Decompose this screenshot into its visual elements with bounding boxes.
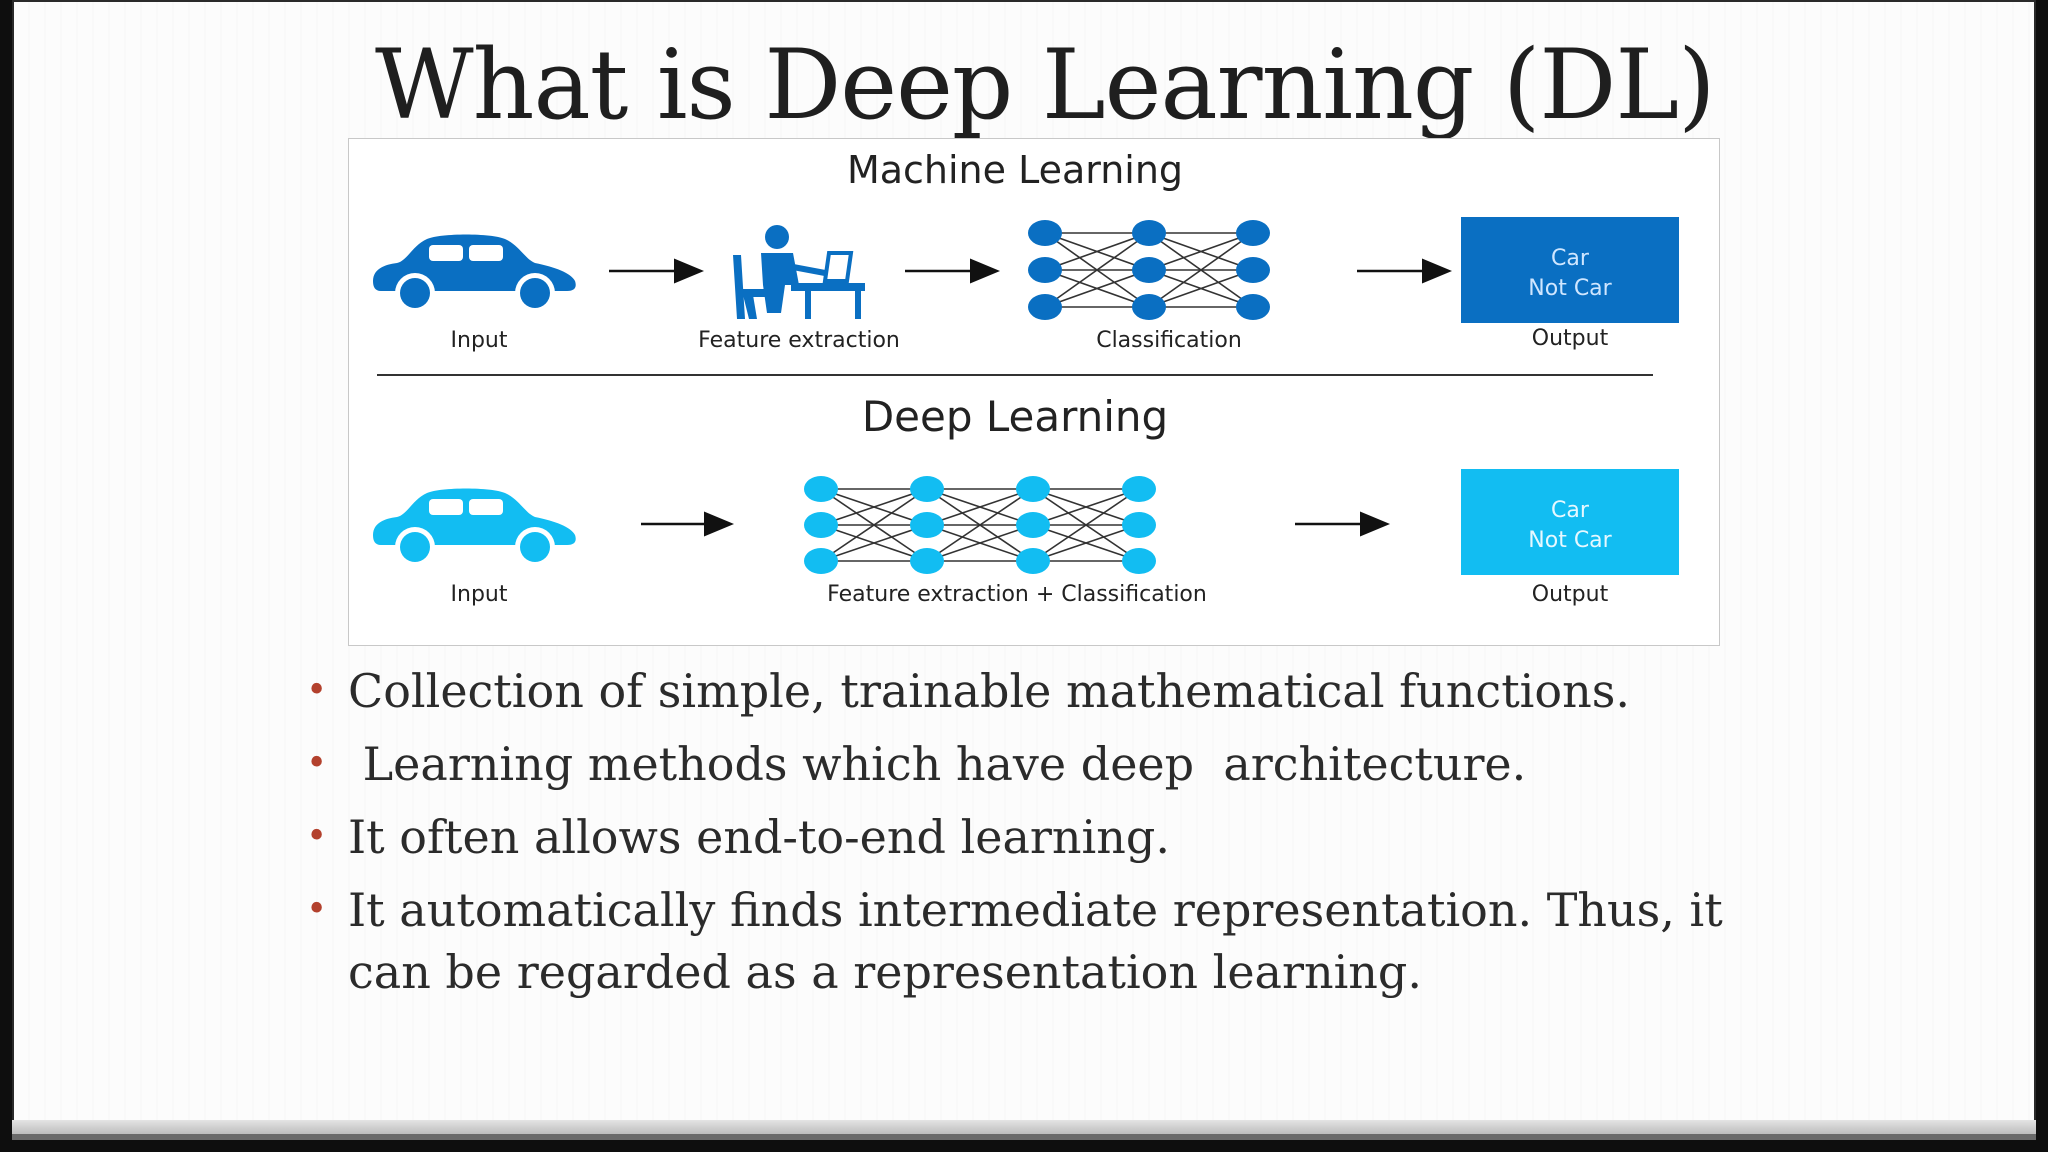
ml-output-notcar: Not Car (1528, 276, 1612, 301)
network-node (910, 548, 944, 574)
network-node (1122, 476, 1156, 502)
ml-heading: Machine Learning (847, 148, 1183, 192)
bullet-text: It often allows end-to-end learning. (348, 810, 1170, 864)
network-node (1122, 548, 1156, 574)
network-edge (820, 488, 928, 562)
dl-output-label: Output (1532, 582, 1609, 607)
network-edge (1044, 232, 1150, 271)
network-node (804, 476, 838, 502)
dl-output-box (1461, 469, 1679, 575)
network-edge (1044, 269, 1150, 308)
dl-output-notcar: Not Car (1528, 528, 1612, 553)
network-node (1236, 294, 1270, 320)
network-edge (1032, 488, 1140, 562)
network-node (1236, 257, 1270, 283)
network-edge (820, 488, 928, 526)
dl-combined-label: Feature extraction + Classification (827, 582, 1207, 607)
network-node (1016, 548, 1050, 574)
slide-bottom-edge (12, 1120, 2036, 1134)
network-node (1132, 257, 1166, 283)
ml-output-box (1461, 217, 1679, 323)
network-edge (1148, 269, 1254, 308)
bullet-text: It automatically finds intermediate repr… (348, 883, 1723, 999)
list-item: • It often allows end-to-end learning. (306, 806, 1746, 868)
ml-feature-label: Feature extraction (698, 328, 900, 353)
list-item: • Collection of simple, trainable mathema… (306, 660, 1746, 722)
car-icon (373, 488, 576, 567)
network-node (1122, 512, 1156, 538)
network-edge (820, 524, 928, 562)
list-item: • Learning methods which have deep archi… (306, 733, 1746, 795)
network-node (1236, 220, 1270, 246)
dl-output-car: Car (1551, 498, 1590, 523)
network-node (1016, 476, 1050, 502)
ml-classification-label: Classification (1096, 328, 1242, 353)
network-edge (1032, 524, 1140, 562)
network-edge (1032, 488, 1140, 526)
dl-heading: Deep Learning (862, 392, 1168, 441)
network-node (1028, 257, 1062, 283)
ml-output-car: Car (1551, 246, 1590, 271)
car-icon (373, 234, 576, 313)
neural-network-icon (1028, 220, 1270, 320)
bullet-text: Learning methods which have deep archite… (348, 737, 1527, 791)
network-node (804, 512, 838, 538)
ml-output-label: Output (1532, 326, 1609, 351)
bullet-icon: • (306, 743, 328, 784)
network-node (1132, 294, 1166, 320)
bullet-icon: • (306, 670, 328, 711)
network-node (804, 548, 838, 574)
network-edge (926, 488, 1034, 526)
ml-input-label: Input (451, 328, 508, 353)
bullet-list: • Collection of simple, trainable mathema… (306, 660, 1746, 1014)
dl-input-label: Input (451, 582, 508, 607)
network-edge (1044, 232, 1150, 308)
network-node (1132, 220, 1166, 246)
bullet-icon: • (306, 889, 328, 930)
network-edge (926, 488, 1034, 562)
network-node (910, 512, 944, 538)
bullet-text: Collection of simple, trainable mathemat… (348, 664, 1630, 718)
bullet-icon: • (306, 816, 328, 857)
slide-title: What is Deep Learning (DL) (375, 29, 1716, 141)
network-edge (926, 524, 1034, 562)
list-item: • It automatically finds intermediate re… (306, 879, 1746, 1003)
ml-vs-dl-diagram: Machine Learning Input Feature extractio… (348, 138, 1720, 646)
network-edge (1148, 232, 1254, 308)
neural-network-icon (804, 476, 1156, 574)
network-edge (1148, 232, 1254, 271)
network-node (1028, 294, 1062, 320)
network-node (1016, 512, 1050, 538)
person-at-desk-icon (733, 225, 865, 319)
network-node (910, 476, 944, 502)
slide-shadow (12, 1134, 2036, 1140)
network-node (1028, 220, 1062, 246)
